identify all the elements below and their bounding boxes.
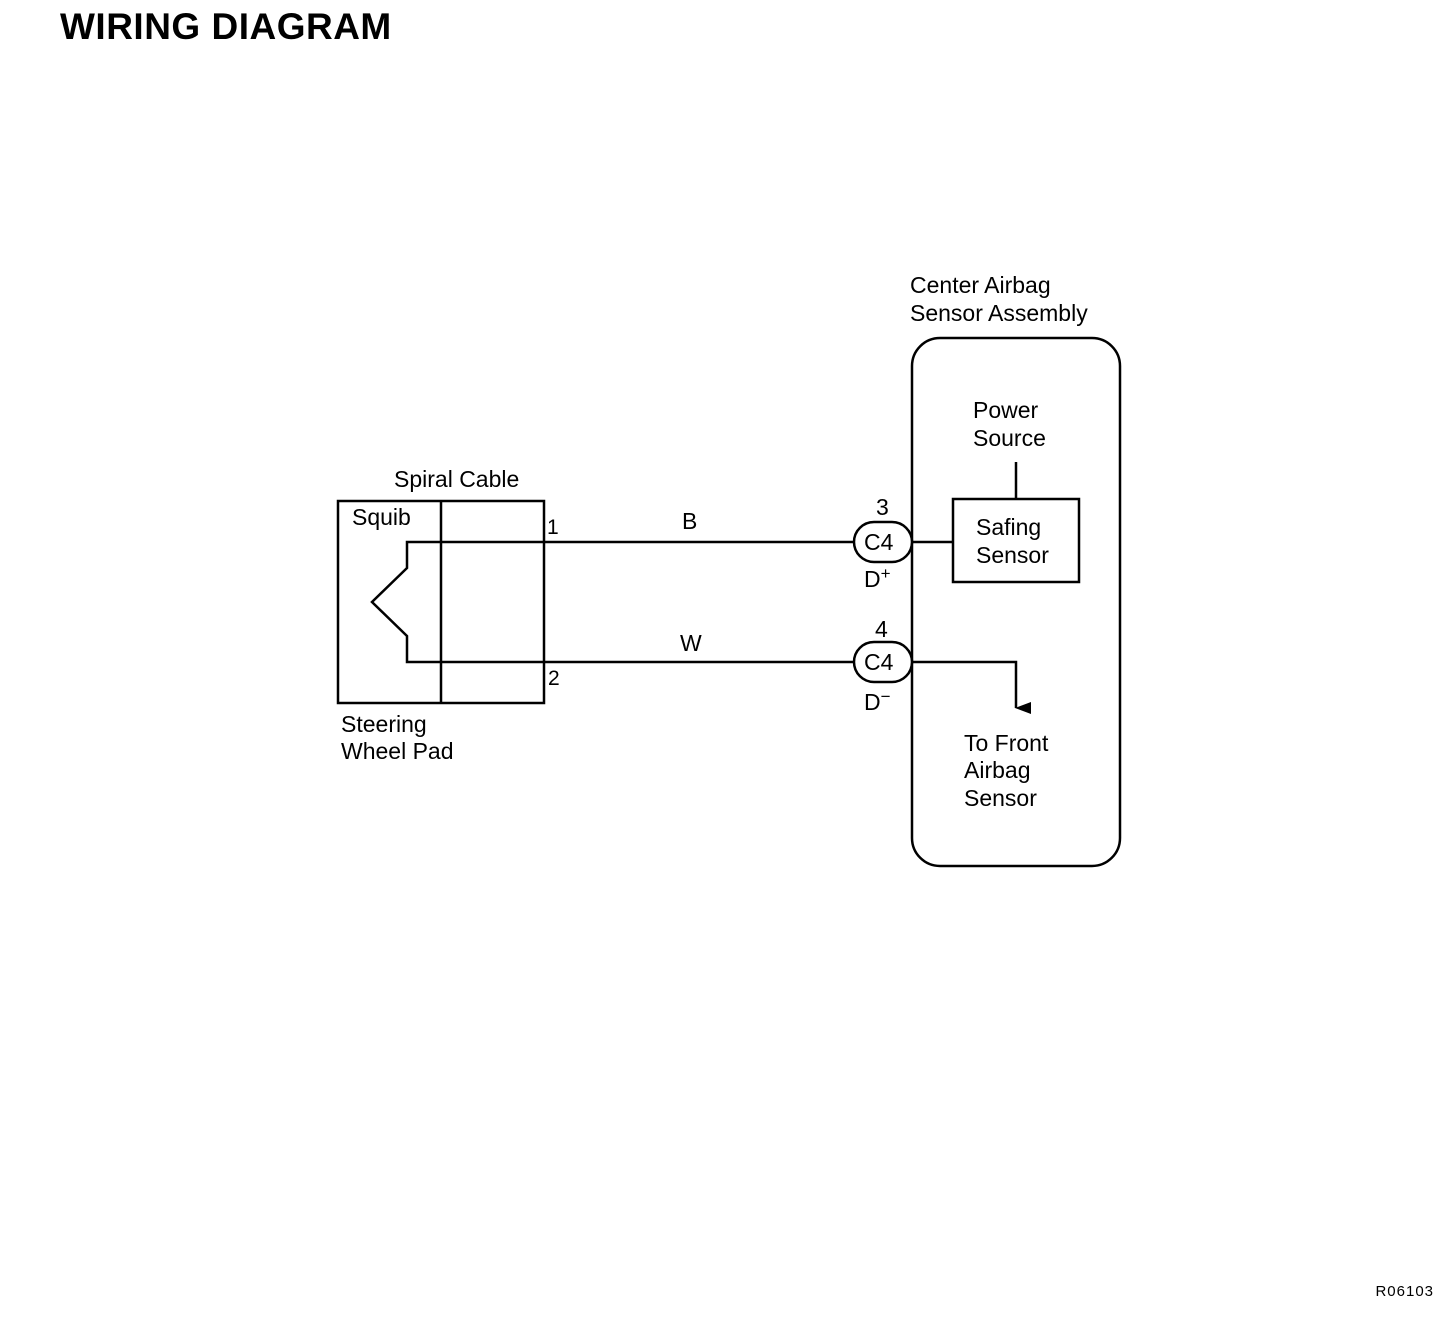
steering-wheel-pad-box <box>336 499 546 705</box>
spiral-cable-pin-2: 2 <box>548 667 560 690</box>
figure-reference: R06103 <box>1375 1283 1434 1300</box>
power-source-label-line2: Source <box>973 425 1046 451</box>
squib-label: Squib <box>352 504 411 530</box>
spiral-cable-pin-1: 1 <box>547 516 559 539</box>
connector-bottom-name: C4 <box>864 649 894 675</box>
center-airbag-sensor-label-line1: Center Airbag <box>910 272 1051 298</box>
wire-color-bottom: W <box>680 630 702 656</box>
steering-wheel-pad-label-line1: Steering <box>341 711 427 737</box>
safing-sensor-box <box>951 497 1081 584</box>
power-source-label-line1: Power <box>973 397 1039 423</box>
safing-sensor-label-line1: Safing <box>976 514 1041 540</box>
to-front-airbag-sensor-line1: To Front <box>964 730 1049 756</box>
to-front-airbag-sensor-line3: Sensor <box>964 785 1037 811</box>
steering-wheel-pad-label-line2: Wheel Pad <box>341 738 454 764</box>
connector-top-pin: 3 <box>876 494 889 520</box>
connector-bottom-pin: 4 <box>875 616 888 642</box>
wire-to-front-airbag-sensor <box>912 660 1031 714</box>
spiral-cable-label: Spiral Cable <box>394 466 519 492</box>
connector-top-name: C4 <box>864 529 894 555</box>
center-airbag-sensor-label-line2: Sensor Assembly <box>910 300 1088 326</box>
squib-element <box>370 540 441 664</box>
to-front-airbag-sensor-line2: Airbag <box>964 757 1030 783</box>
center-airbag-sensor-box <box>910 336 1122 868</box>
connector-bottom-terminal: D− <box>864 687 891 715</box>
page-title: WIRING DIAGRAM <box>60 6 392 47</box>
wire-color-top: B <box>682 508 697 534</box>
connector-top-terminal: D+ <box>864 564 891 592</box>
safing-sensor-label-line2: Sensor <box>976 542 1049 568</box>
